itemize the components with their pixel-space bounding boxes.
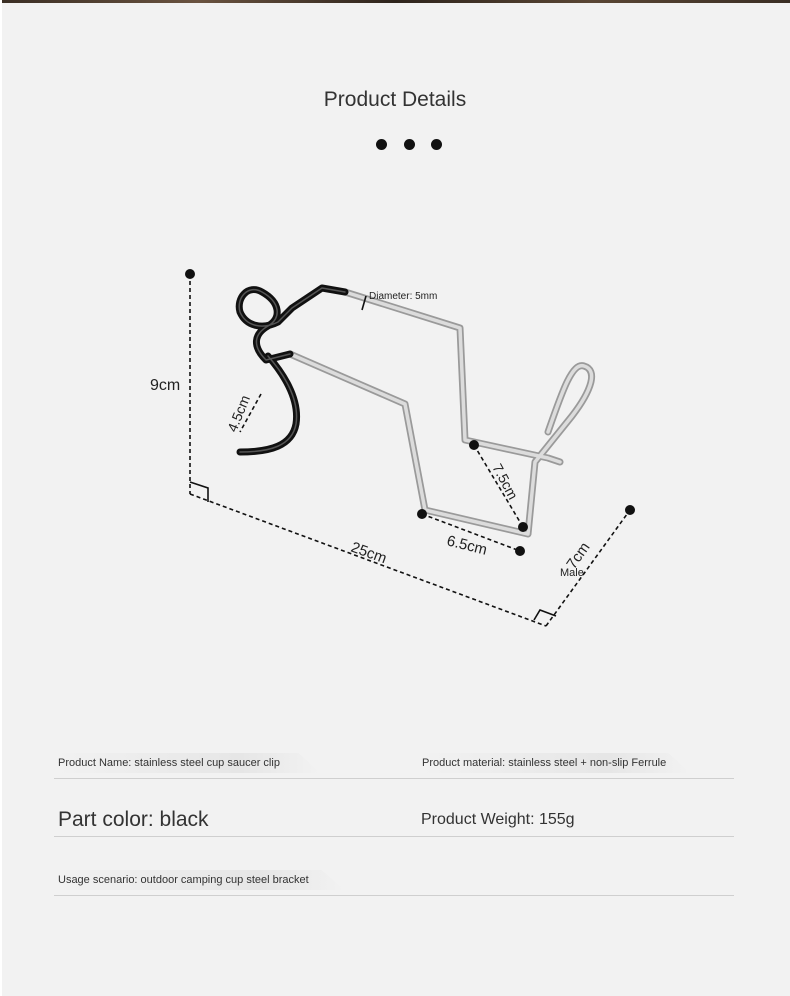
spec-row-2: Part color: black Product Weight: 155g bbox=[54, 800, 734, 837]
product-diagram: 9cm 4.5cm Diameter: 5mm 25cm 6.5cm 7.5cm… bbox=[150, 269, 635, 627]
product-name-cell: Product Name: stainless steel cup saucer… bbox=[54, 753, 320, 773]
product-material: Product material: stainless steel + non-… bbox=[418, 753, 691, 773]
right-angle-markers bbox=[189, 295, 557, 621]
spec-row-1: Product Name: stainless steel cup saucer… bbox=[54, 753, 734, 779]
endpoint-dot-icon bbox=[515, 546, 525, 556]
product-material-cell: Product material: stainless steel + non-… bbox=[418, 753, 691, 773]
product-weight: Product Weight: 155g bbox=[421, 811, 575, 828]
endpoint-dot-icon bbox=[417, 509, 427, 519]
usage-scenario-cell: Usage scenario: outdoor camping cup stee… bbox=[54, 870, 345, 890]
endpoint-dot-icon bbox=[469, 440, 479, 450]
dot-icon bbox=[376, 139, 387, 150]
label-male: Male bbox=[560, 567, 584, 579]
black-ferrule bbox=[235, 284, 349, 456]
page-title: Product Details bbox=[323, 88, 467, 111]
top-photo-strip bbox=[0, 0, 790, 3]
label-height: 9cm bbox=[150, 377, 180, 394]
dot-icon bbox=[431, 139, 442, 150]
dot-icon bbox=[404, 139, 415, 150]
label-length: 25cm bbox=[349, 539, 389, 568]
label-holder-depth: 7.5cm bbox=[489, 461, 521, 502]
part-color: Part color: black bbox=[58, 808, 209, 831]
endpoint-dot-icon bbox=[625, 505, 635, 515]
endpoint-dot-icon bbox=[518, 522, 528, 532]
label-diameter: Diameter: 5mm bbox=[369, 291, 437, 302]
usage-scenario: Usage scenario: outdoor camping cup stee… bbox=[54, 870, 345, 890]
left-edge bbox=[0, 0, 2, 996]
label-hook-depth: 4.5cm bbox=[224, 393, 253, 434]
endpoint-dot-icon bbox=[185, 269, 195, 279]
product-name: Product Name: stainless steel cup saucer… bbox=[54, 753, 320, 773]
steel-wire bbox=[286, 288, 596, 538]
spec-row-3: Usage scenario: outdoor camping cup stee… bbox=[54, 868, 734, 896]
dimension-lines bbox=[189, 274, 631, 627]
dimension-endpoints bbox=[185, 269, 635, 556]
decorative-dots bbox=[376, 139, 446, 151]
